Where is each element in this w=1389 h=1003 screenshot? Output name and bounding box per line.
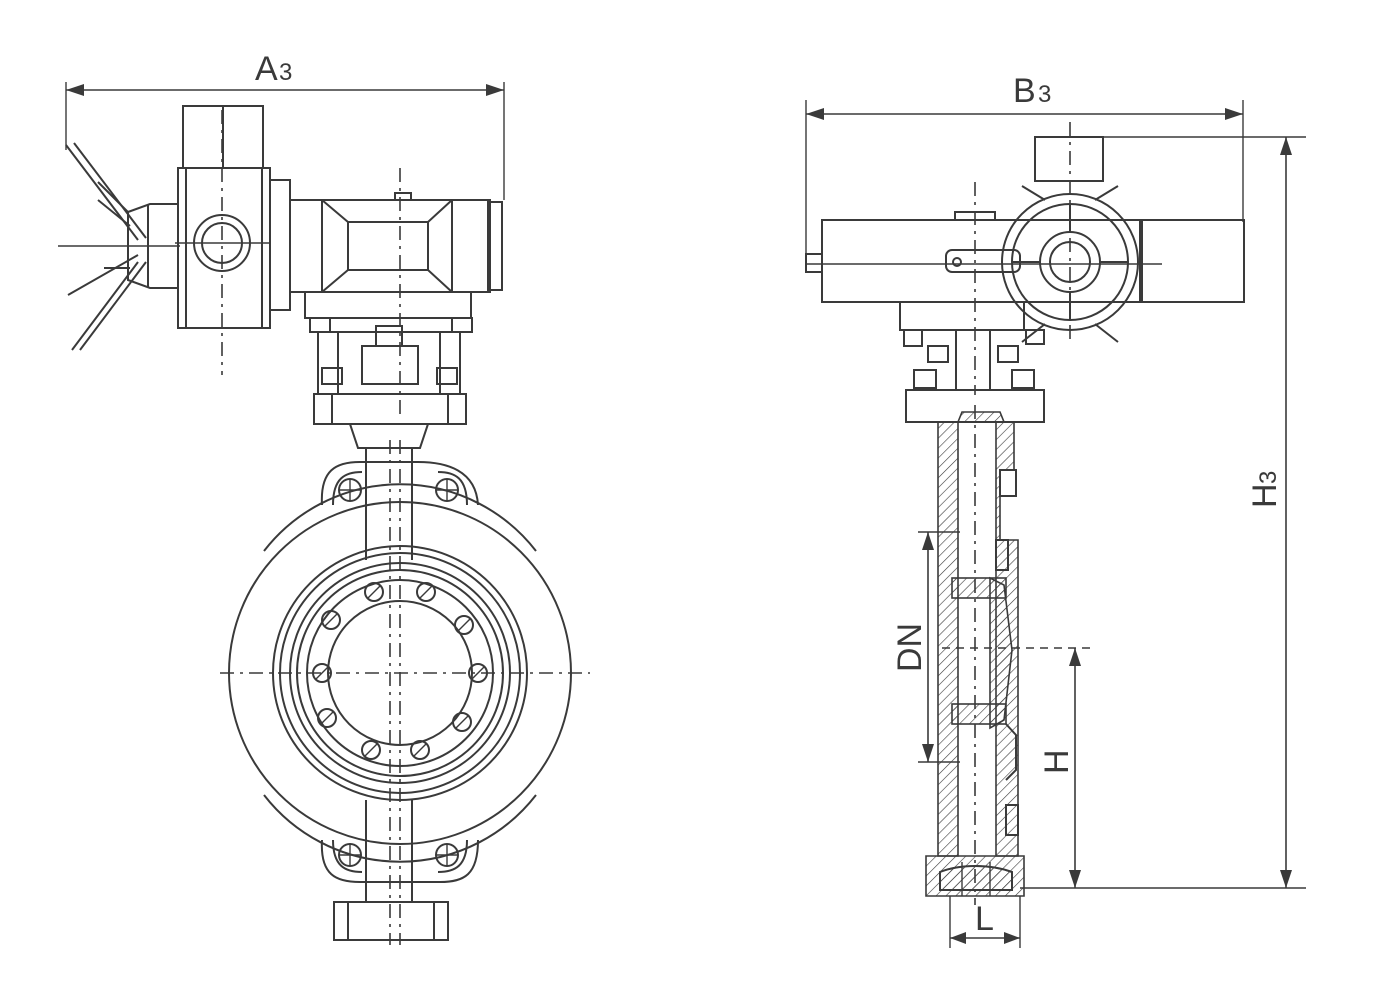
dimension-h3-label: H xyxy=(1246,483,1284,508)
dimension-h-label: H xyxy=(1038,749,1076,774)
bracket-front xyxy=(309,317,473,449)
actuator-side xyxy=(805,122,1245,395)
dimension-a3-label: A xyxy=(255,50,278,88)
dimension-b3-label: B xyxy=(1013,72,1036,110)
dimension-h3-subscript: 3 xyxy=(1255,471,1282,484)
front-view: A 3 xyxy=(58,50,590,945)
body-section xyxy=(925,405,1025,905)
gearbox-front xyxy=(289,168,503,420)
valve-body-front xyxy=(220,440,590,945)
dimension-a3-subscript: 3 xyxy=(279,59,292,86)
bracket-side xyxy=(903,329,1045,423)
body-bottom-lugs xyxy=(320,800,479,941)
dimension-dn-label: DN xyxy=(891,623,929,672)
dimension-l: L xyxy=(949,896,1021,948)
handwheel-front xyxy=(58,142,180,351)
dimension-h3: H 3 xyxy=(1020,136,1306,889)
bolt-holes xyxy=(312,582,488,760)
dimension-h: H xyxy=(1038,648,1081,888)
dimension-a3: A 3 xyxy=(65,50,505,200)
actuator-body-front xyxy=(175,105,291,375)
dimension-b3-subscript: 3 xyxy=(1038,81,1051,108)
body-top-lugs xyxy=(320,448,479,560)
dimension-l-label: L xyxy=(975,900,994,938)
dimension-dn: DN xyxy=(891,531,960,763)
side-view: B 3 H 3 xyxy=(805,72,1306,948)
dimension-b3: B 3 xyxy=(805,72,1244,262)
